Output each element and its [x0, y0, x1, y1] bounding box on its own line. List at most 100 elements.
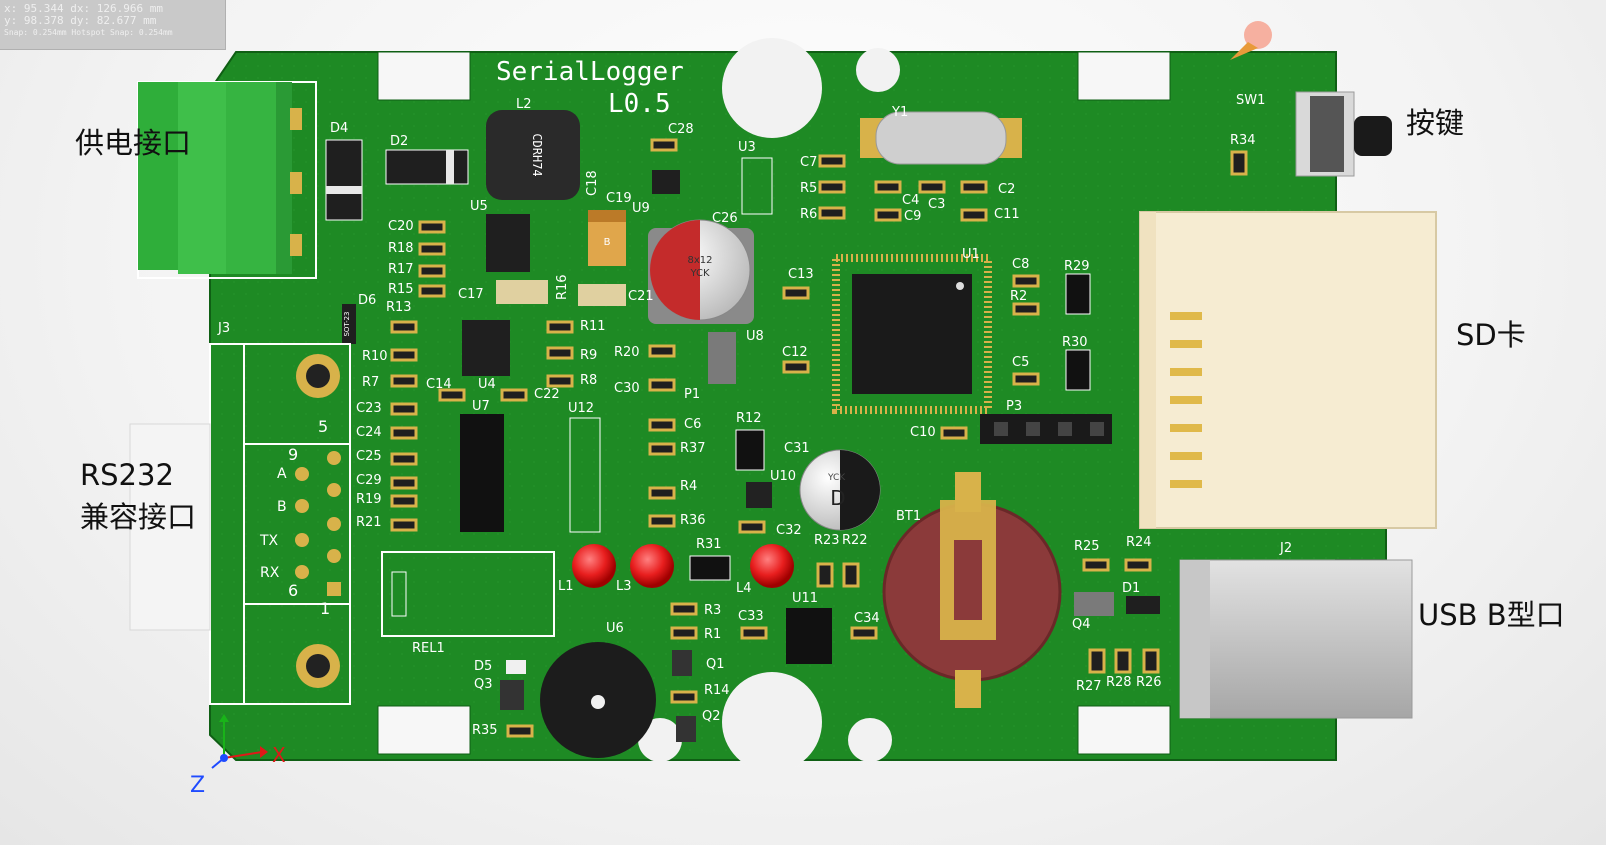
svg-text:C13: C13	[788, 267, 814, 282]
svg-text:C20: C20	[388, 219, 414, 234]
svg-text:R3: R3	[704, 603, 721, 618]
svg-text:YCK: YCK	[827, 473, 846, 483]
svg-text:R22: R22	[842, 533, 868, 548]
board-title: SerialLogger	[496, 57, 684, 87]
svg-text:C30: C30	[614, 381, 640, 396]
resistor-array-r12	[735, 429, 765, 471]
ic-u9	[652, 170, 680, 194]
svg-text:8x12: 8x12	[687, 255, 712, 266]
capacitor-c17	[496, 280, 548, 304]
diode-d5	[506, 660, 526, 674]
svg-text:5: 5	[318, 417, 328, 436]
tactile-switch-sw1[interactable]	[1295, 91, 1392, 177]
callout-button: 按键	[1406, 106, 1465, 140]
svg-text:D6: D6	[358, 293, 376, 308]
mounting-cutout-bottom	[722, 672, 822, 772]
svg-text:U8: U8	[746, 329, 764, 344]
svg-text:B: B	[604, 237, 611, 248]
led-l1	[572, 544, 616, 588]
svg-text:C28: C28	[668, 122, 694, 137]
svg-text:R28: R28	[1106, 675, 1132, 690]
svg-text:L3: L3	[616, 579, 632, 594]
crystal-y1	[860, 111, 1022, 165]
svg-text:RX: RX	[260, 565, 280, 581]
svg-text:C5: C5	[1012, 355, 1029, 370]
svg-text:R7: R7	[362, 375, 379, 390]
svg-text:C22: C22	[534, 387, 560, 402]
svg-text:C14: C14	[426, 377, 452, 392]
svg-text:C34: C34	[854, 611, 880, 626]
callout-rs232-line2: 兼容接口	[80, 500, 197, 534]
board-version: L0.5	[608, 89, 671, 119]
svg-text:U10: U10	[770, 469, 796, 484]
svg-text:R24: R24	[1126, 535, 1152, 550]
led-l4	[750, 544, 794, 588]
svg-text:C10: C10	[910, 425, 936, 440]
svg-text:C3: C3	[928, 197, 945, 212]
svg-text:R34: R34	[1230, 133, 1256, 148]
svg-text:C25: C25	[356, 449, 382, 464]
svg-text:REL1: REL1	[412, 641, 445, 656]
resistor-array-r29	[1065, 273, 1091, 315]
regulator-u8	[708, 332, 736, 384]
svg-text:BT1: BT1	[896, 509, 921, 524]
svg-text:R29: R29	[1064, 259, 1090, 274]
svg-text:R11: R11	[580, 319, 606, 334]
svg-text:C6: C6	[684, 417, 701, 432]
svg-text:R14: R14	[704, 683, 730, 698]
sd-card-slot[interactable]	[1139, 211, 1437, 529]
diode-d1	[1126, 596, 1160, 614]
svg-text:Q4: Q4	[1072, 617, 1091, 632]
ic-u5	[486, 214, 530, 272]
svg-text:U11: U11	[792, 591, 818, 606]
callout-usb-b: USB B型口	[1418, 598, 1565, 632]
relay-rel1	[381, 551, 555, 637]
capacitor-c31: D YCK	[799, 449, 881, 531]
svg-text:D1: D1	[1122, 581, 1140, 596]
svg-text:R15: R15	[388, 282, 414, 297]
svg-text:TX: TX	[259, 533, 279, 549]
svg-text:U6: U6	[606, 621, 624, 636]
mounting-cutout-top	[722, 38, 822, 138]
capacitor-c21	[578, 284, 626, 306]
svg-text:1: 1	[320, 599, 330, 618]
svg-text:C4: C4	[902, 193, 919, 208]
svg-text:C2: C2	[998, 182, 1015, 197]
header-p3	[980, 414, 1112, 444]
svg-text:U5: U5	[470, 199, 488, 214]
svg-text:U7: U7	[472, 399, 490, 414]
svg-text:D4: D4	[330, 121, 348, 136]
svg-text:U9: U9	[632, 201, 650, 216]
svg-text:R6: R6	[800, 207, 817, 222]
svg-text:R1: R1	[704, 627, 721, 642]
svg-text:R26: R26	[1136, 675, 1162, 690]
svg-text:U3: U3	[738, 140, 756, 155]
svg-text:YCK: YCK	[689, 268, 710, 279]
diode-d4	[325, 139, 363, 221]
svg-text:C19: C19	[606, 191, 632, 206]
svg-text:C29: C29	[356, 473, 382, 488]
svg-text:L1: L1	[558, 579, 574, 594]
ic-u10	[746, 482, 772, 508]
coordinate-axes: X Z	[190, 714, 286, 798]
ic-u3	[741, 157, 773, 215]
buzzer-u6	[540, 642, 656, 758]
svg-text:C31: C31	[784, 441, 810, 456]
capacitor-c26: 8x12 YCK	[648, 219, 754, 324]
svg-text:P1: P1	[684, 387, 700, 402]
svg-text:R31: R31	[696, 537, 722, 552]
callout-rs232-line1: RS232	[80, 458, 174, 492]
svg-text:C23: C23	[356, 401, 382, 416]
power-terminal-block[interactable]	[137, 81, 317, 279]
readout-line-x: x: 95.344 dx: 126.966 mm	[4, 2, 163, 15]
mcu-u1	[832, 254, 992, 414]
usb-b-connector[interactable]	[1179, 559, 1413, 719]
svg-text:R19: R19	[356, 492, 382, 507]
svg-text:R9: R9	[580, 348, 597, 363]
rs232-connector-j3[interactable]: A B TX RX 5 9 6 1	[129, 343, 351, 705]
svg-text:C12: C12	[782, 345, 808, 360]
led-l3	[630, 544, 674, 588]
svg-text:D5: D5	[474, 659, 492, 674]
svg-text:C32: C32	[776, 523, 802, 538]
